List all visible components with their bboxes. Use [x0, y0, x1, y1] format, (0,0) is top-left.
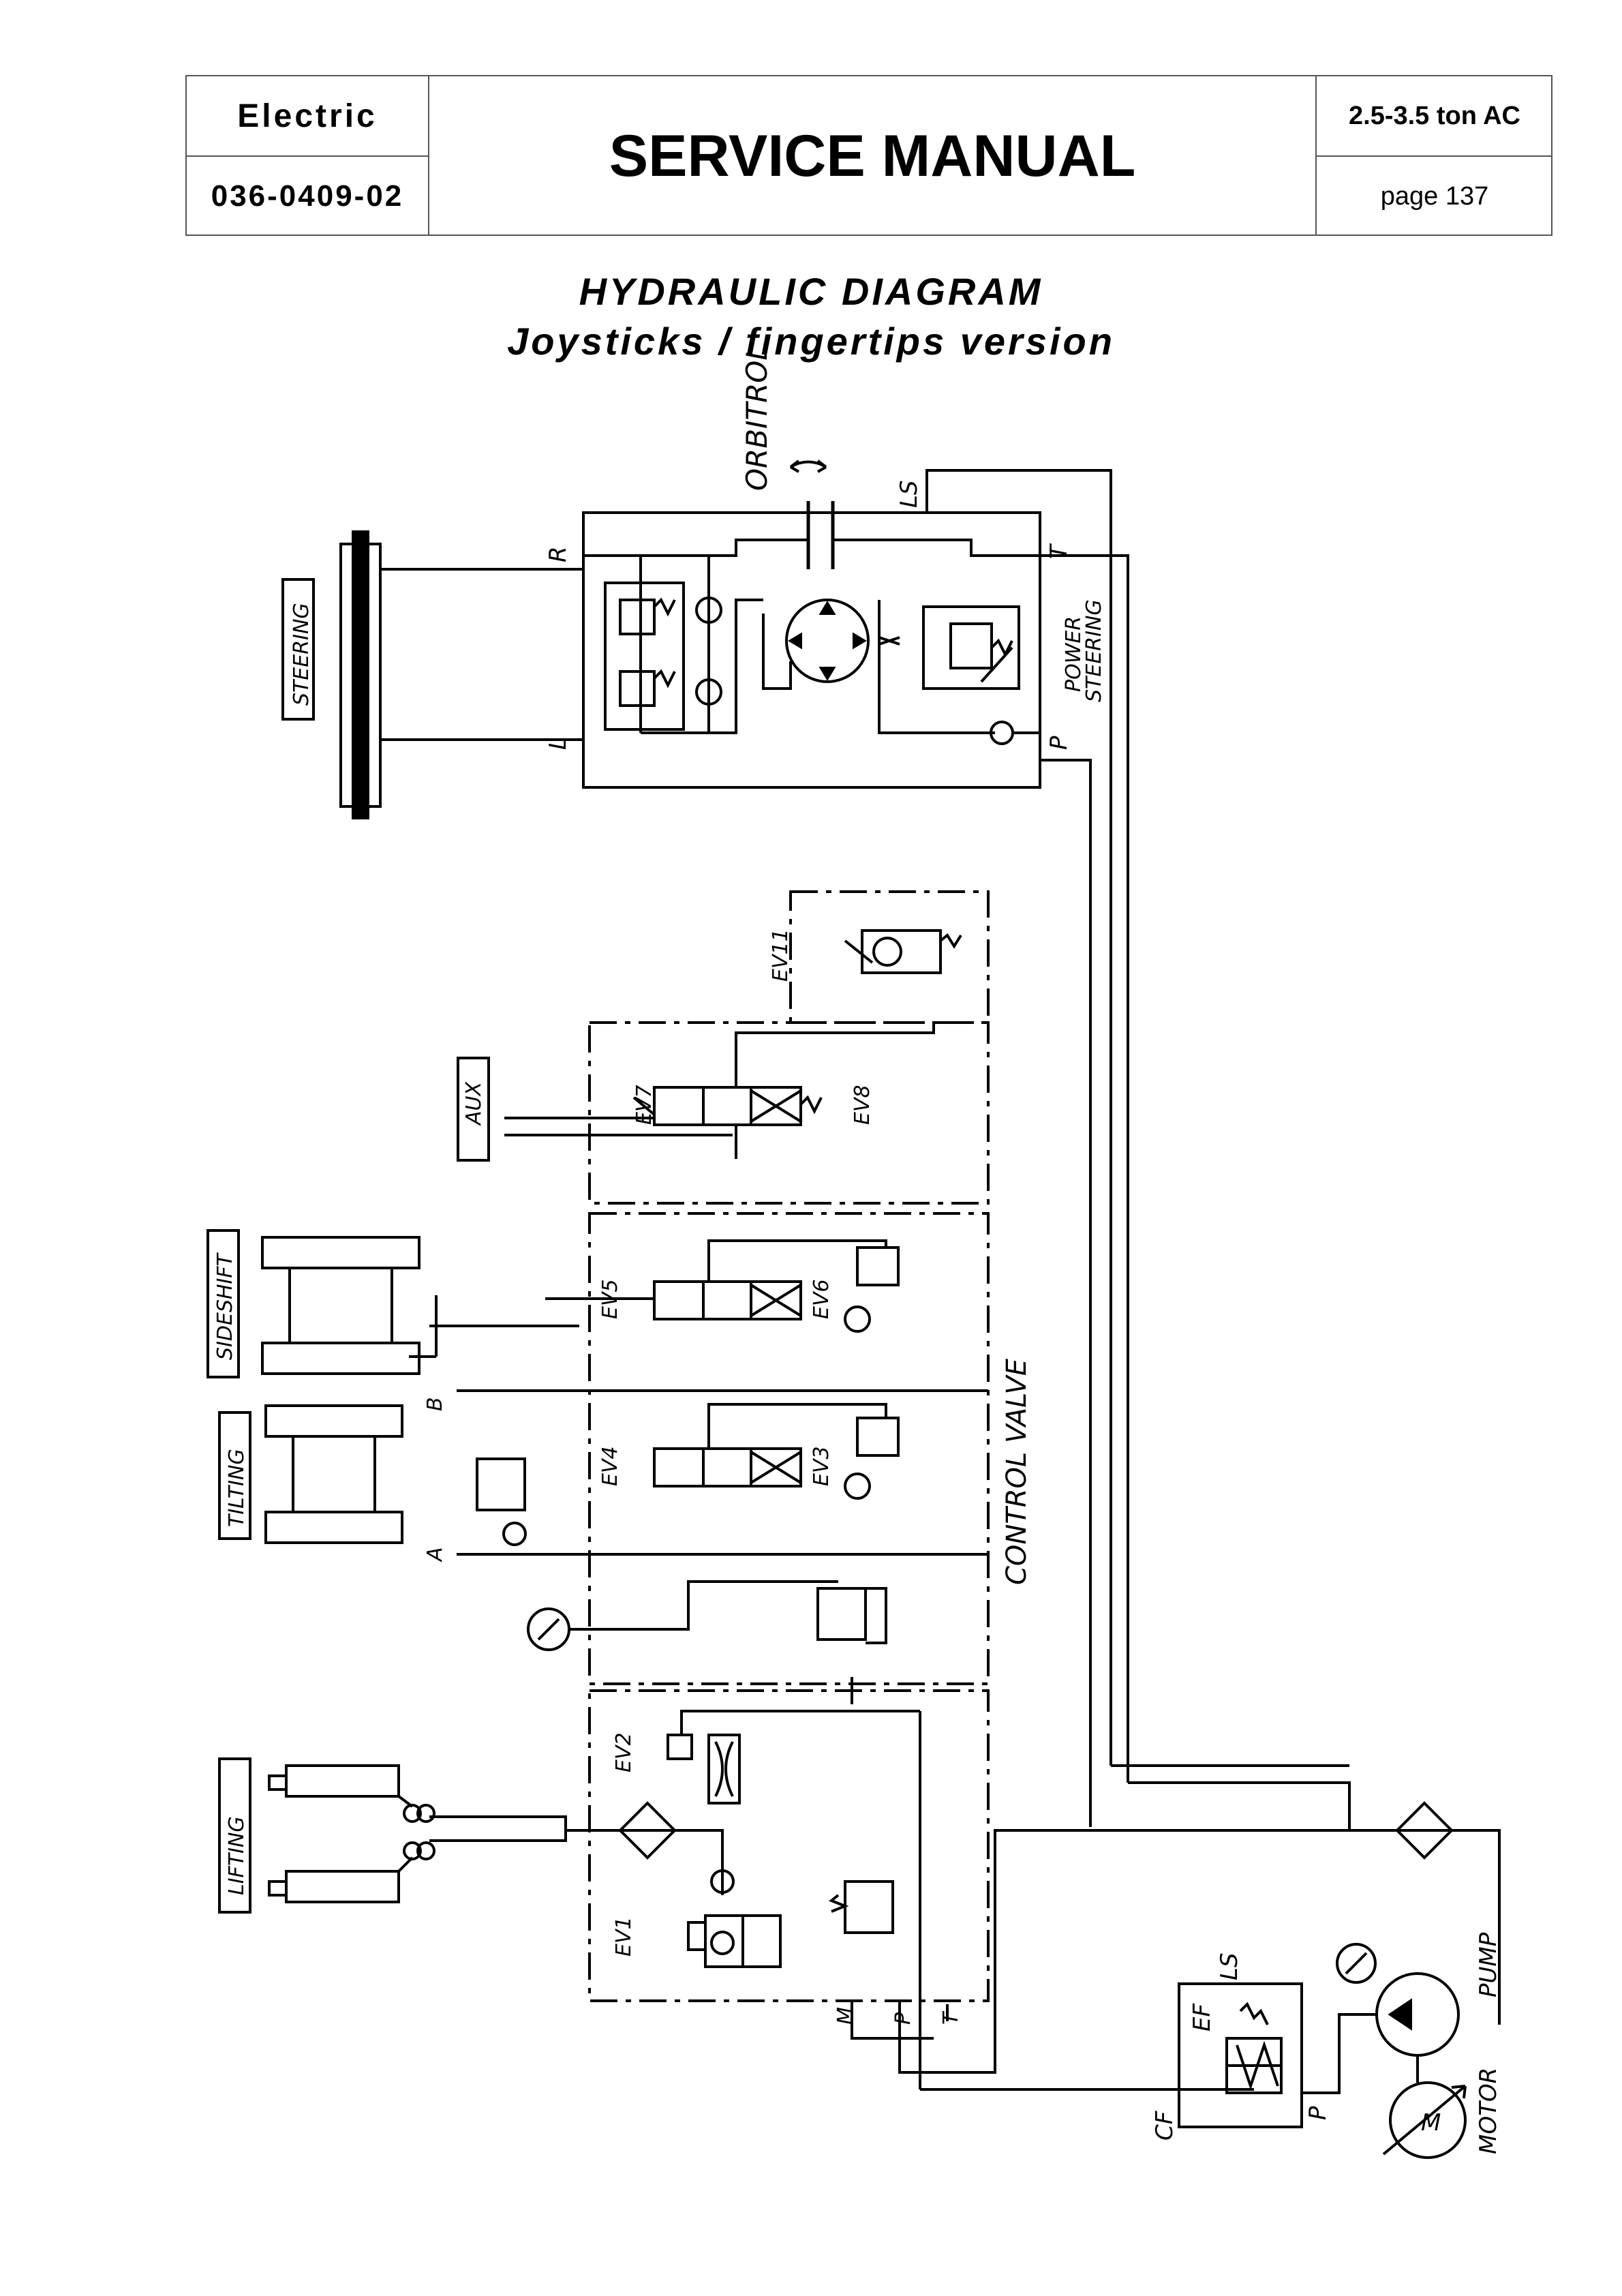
ev4-label: EV4 [598, 1446, 622, 1486]
check-valve-icon [502, 1522, 527, 1546]
pump-label: PUMP [1475, 1932, 1502, 1997]
port-b-label: B [423, 1397, 447, 1411]
port-l-label: L [545, 737, 572, 750]
cf-label: CF [1151, 2111, 1178, 2141]
steering-cylinder [281, 530, 583, 819]
motor-label: MOTOR [1475, 2068, 1502, 2154]
steering-label: STEERING [290, 603, 313, 706]
ev2-flow-valve [667, 1734, 741, 1804]
port-t-label: T [1045, 543, 1073, 559]
ev8-label: EV8 [851, 1085, 874, 1125]
motor-icon [1389, 2081, 1467, 2159]
ef-label: EF [1189, 2004, 1216, 2031]
model-range: 2.5-3.5 ton AC [1315, 76, 1552, 157]
port-ls-label: LS [896, 480, 923, 508]
aux-label: AUX [462, 1081, 486, 1126]
relief-valve-icon [949, 622, 993, 669]
port-t2-label: T [939, 2010, 963, 2025]
ev7-ev8-spool [632, 1086, 823, 1126]
ev7-label: EV7 [632, 1085, 656, 1125]
priority-valve [1178, 1982, 1303, 2128]
ls2-label: LS [1216, 1952, 1243, 1980]
sideshift-label: SIDESHIFT [213, 1252, 237, 1360]
power-steering-label-2: STEERING [1082, 599, 1106, 702]
port-a-label: A [423, 1547, 447, 1562]
relief-valve-icon [619, 599, 656, 635]
ev6-label: EV6 [810, 1279, 833, 1319]
ev1-valve [687, 1914, 782, 1968]
diagram-subtitle: Joysticks / fingertips version [507, 320, 1115, 363]
port-p2-label: P [891, 2012, 915, 2025]
orbitrol-unit [582, 459, 1041, 789]
manual-title: SERVICE MANUAL [609, 123, 1136, 189]
port-m-label: M [833, 2007, 857, 2025]
ev3-label: EV3 [810, 1446, 833, 1486]
brand-name: Electric [187, 76, 429, 157]
tilting-cylinder [218, 1404, 403, 1544]
control-valve-housing [588, 1021, 990, 2002]
motor-m-label: M [1421, 2109, 1441, 2136]
sideshift-cylinder [206, 1229, 420, 1378]
tilting-label: TILTING [225, 1449, 249, 1527]
diagram-labels: ORBITROL STEERING POWER STEERING R L T P… [213, 344, 1502, 2154]
document-number: 036-0409-02 [187, 157, 429, 236]
lifting-label: LIFTING [225, 1816, 249, 1895]
ev5-label: EV5 [598, 1279, 622, 1319]
ev5-ev6-spool [653, 1246, 900, 1333]
orbitrol-motor-icon [785, 599, 870, 683]
control-valve-label: CONTROL VALVE [1001, 1358, 1032, 1585]
relief-valve-icon [619, 670, 656, 707]
header-table: Electric 036-0409-02 SERVICE MANUAL 2.5-… [185, 75, 1552, 236]
p3-label: P [1304, 2106, 1332, 2120]
orbitrol-label: ORBITROL [740, 344, 774, 491]
pressure-gauge-icon [1336, 1943, 1377, 1984]
ev3-ev4-spool [653, 1417, 900, 1500]
port-p-label: P [1045, 736, 1073, 750]
page-number: page 137 [1315, 157, 1552, 236]
check-valve-icon [710, 1869, 735, 1894]
ev1-label: EV1 [612, 1916, 636, 1957]
ev11-label: EV11 [769, 928, 793, 982]
power-steering-label: POWER [1062, 616, 1086, 692]
port-r-label: R [545, 546, 572, 562]
diagram-title: HYDRAULIC DIAGRAM [579, 270, 1043, 313]
check-valve-icon [872, 937, 902, 967]
ev11-section [789, 890, 990, 1024]
ev2-label: EV2 [612, 1732, 636, 1772]
lifting-cylinders [218, 1757, 435, 1914]
